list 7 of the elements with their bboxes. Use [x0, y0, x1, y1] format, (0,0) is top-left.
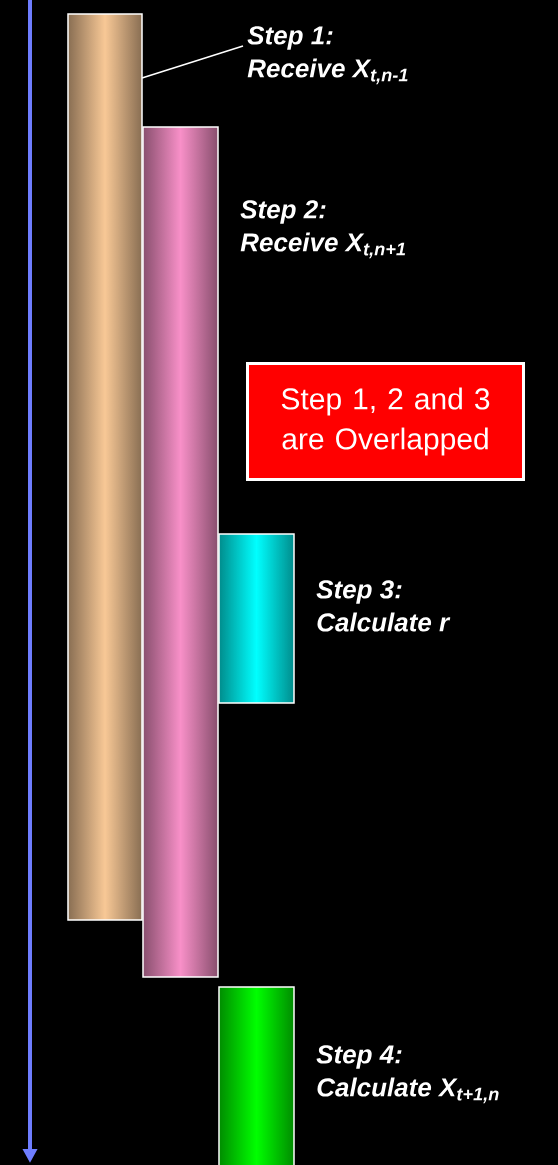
leader-line	[141, 45, 244, 79]
step-label: Step 2: Receive X$_{t,n+1}$	[240, 200, 406, 259]
note-box: Step 1, 2 and 3 are Overlapped	[246, 362, 525, 481]
step-label: Step 4: Calculate X$_{t+1,n}$	[316, 1045, 499, 1104]
step-label: Step 3: Calculate r	[316, 580, 451, 632]
step-label: Step 1: Receive X$_{t,n-1}$	[247, 26, 408, 85]
bar	[67, 13, 143, 921]
